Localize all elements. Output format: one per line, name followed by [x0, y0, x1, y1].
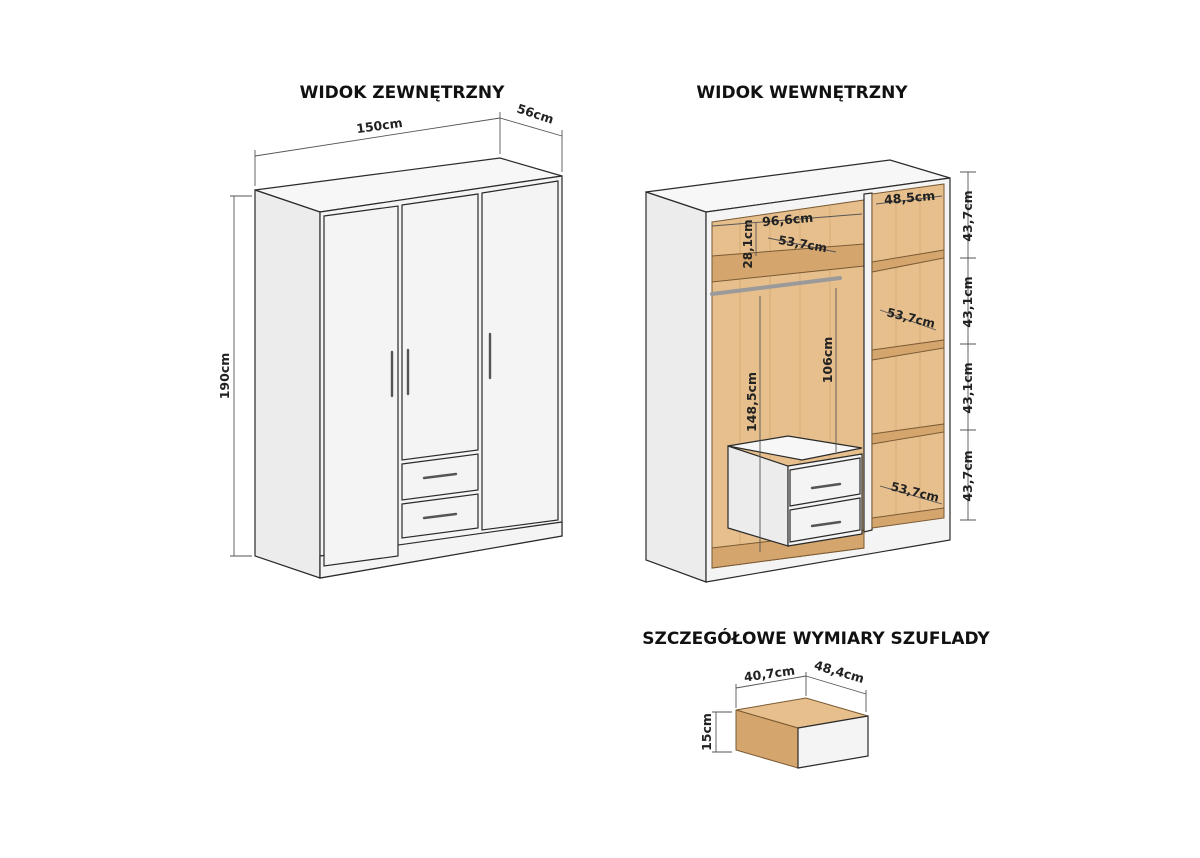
shelf-width-label: 48,5cm [883, 188, 935, 207]
shelf-height-2: 43,1cm [960, 276, 975, 327]
shelf-3 [871, 423, 945, 445]
drawer-detail-title: SZCZEGÓŁOWE WYMIARY SZUFLADY [642, 627, 990, 649]
shelf-depth-bottom-line [879, 485, 943, 505]
exterior-plinth [319, 521, 563, 579]
interior-side-panel [645, 191, 707, 583]
shelf-height-1: 43,7cm [960, 190, 975, 241]
drawer-width-label: 40,7cm [743, 663, 796, 685]
drawer-height-line [712, 711, 732, 753]
shelf-height-scale [960, 171, 976, 521]
drawer-height-label: 15cm [699, 713, 714, 751]
left-door [323, 205, 399, 567]
hanging-height-label: 148,5cm [744, 372, 759, 432]
interior-wardrobe: 96,6cm 28,1cm 53,7cm 148,5cm 106cm 48,5c… [645, 159, 976, 583]
right-door [481, 180, 559, 531]
exterior-depth-label: 56cm [515, 101, 556, 127]
shelf-depth-mid-line [879, 309, 937, 331]
middle-door [401, 193, 479, 461]
exterior-wardrobe: 150cm 56cm 190cm [217, 101, 563, 579]
drawer-depth-label: 48,4cm [813, 657, 866, 686]
shelf-height-4: 43,7cm [960, 450, 975, 501]
top-shelf-depth-line [767, 237, 837, 253]
depth-dimension-line [499, 117, 563, 172]
shelf-height-3: 43,1cm [960, 362, 975, 413]
exterior-view-title: WIDOK ZEWNĘTRZNY [300, 83, 506, 103]
shelf-bottom [871, 507, 945, 529]
compartment-width-line [711, 213, 863, 227]
exterior-width-label: 150cm [355, 115, 403, 136]
shelf-1 [871, 249, 945, 273]
interior-divider [863, 192, 873, 533]
drawer-detail: 40,7cm 48,4cm 15cm [699, 657, 869, 769]
interior-drawer-lower [789, 497, 861, 543]
upper-drawer-handle [422, 472, 458, 480]
compartment-width-label: 96,6cm [761, 210, 813, 229]
interior-lower-handle [810, 520, 842, 528]
shelf-2 [871, 339, 945, 361]
shelf-grain [895, 188, 921, 524]
interior-drawer-upper [789, 457, 861, 507]
oak-grain [739, 206, 831, 566]
interior-upper-handle [810, 482, 842, 490]
lower-drawer-handle [422, 512, 458, 520]
drawer-front [797, 715, 869, 769]
shelf-width-line [875, 195, 943, 205]
height-dimension-line [230, 195, 252, 557]
below-rail-label: 106cm [820, 337, 835, 384]
drawer-unit-top [727, 435, 863, 461]
width-dimension-line [254, 112, 501, 186]
interior-view-title: WIDOK WEWNĘTRZNY [696, 83, 908, 103]
exterior-side-panel [254, 189, 321, 579]
exterior-height-label: 190cm [217, 353, 232, 400]
top-shelf-height-label: 28,1cm [741, 219, 755, 268]
drawer-depth-line [805, 675, 867, 712]
hanging-rail [710, 276, 842, 296]
